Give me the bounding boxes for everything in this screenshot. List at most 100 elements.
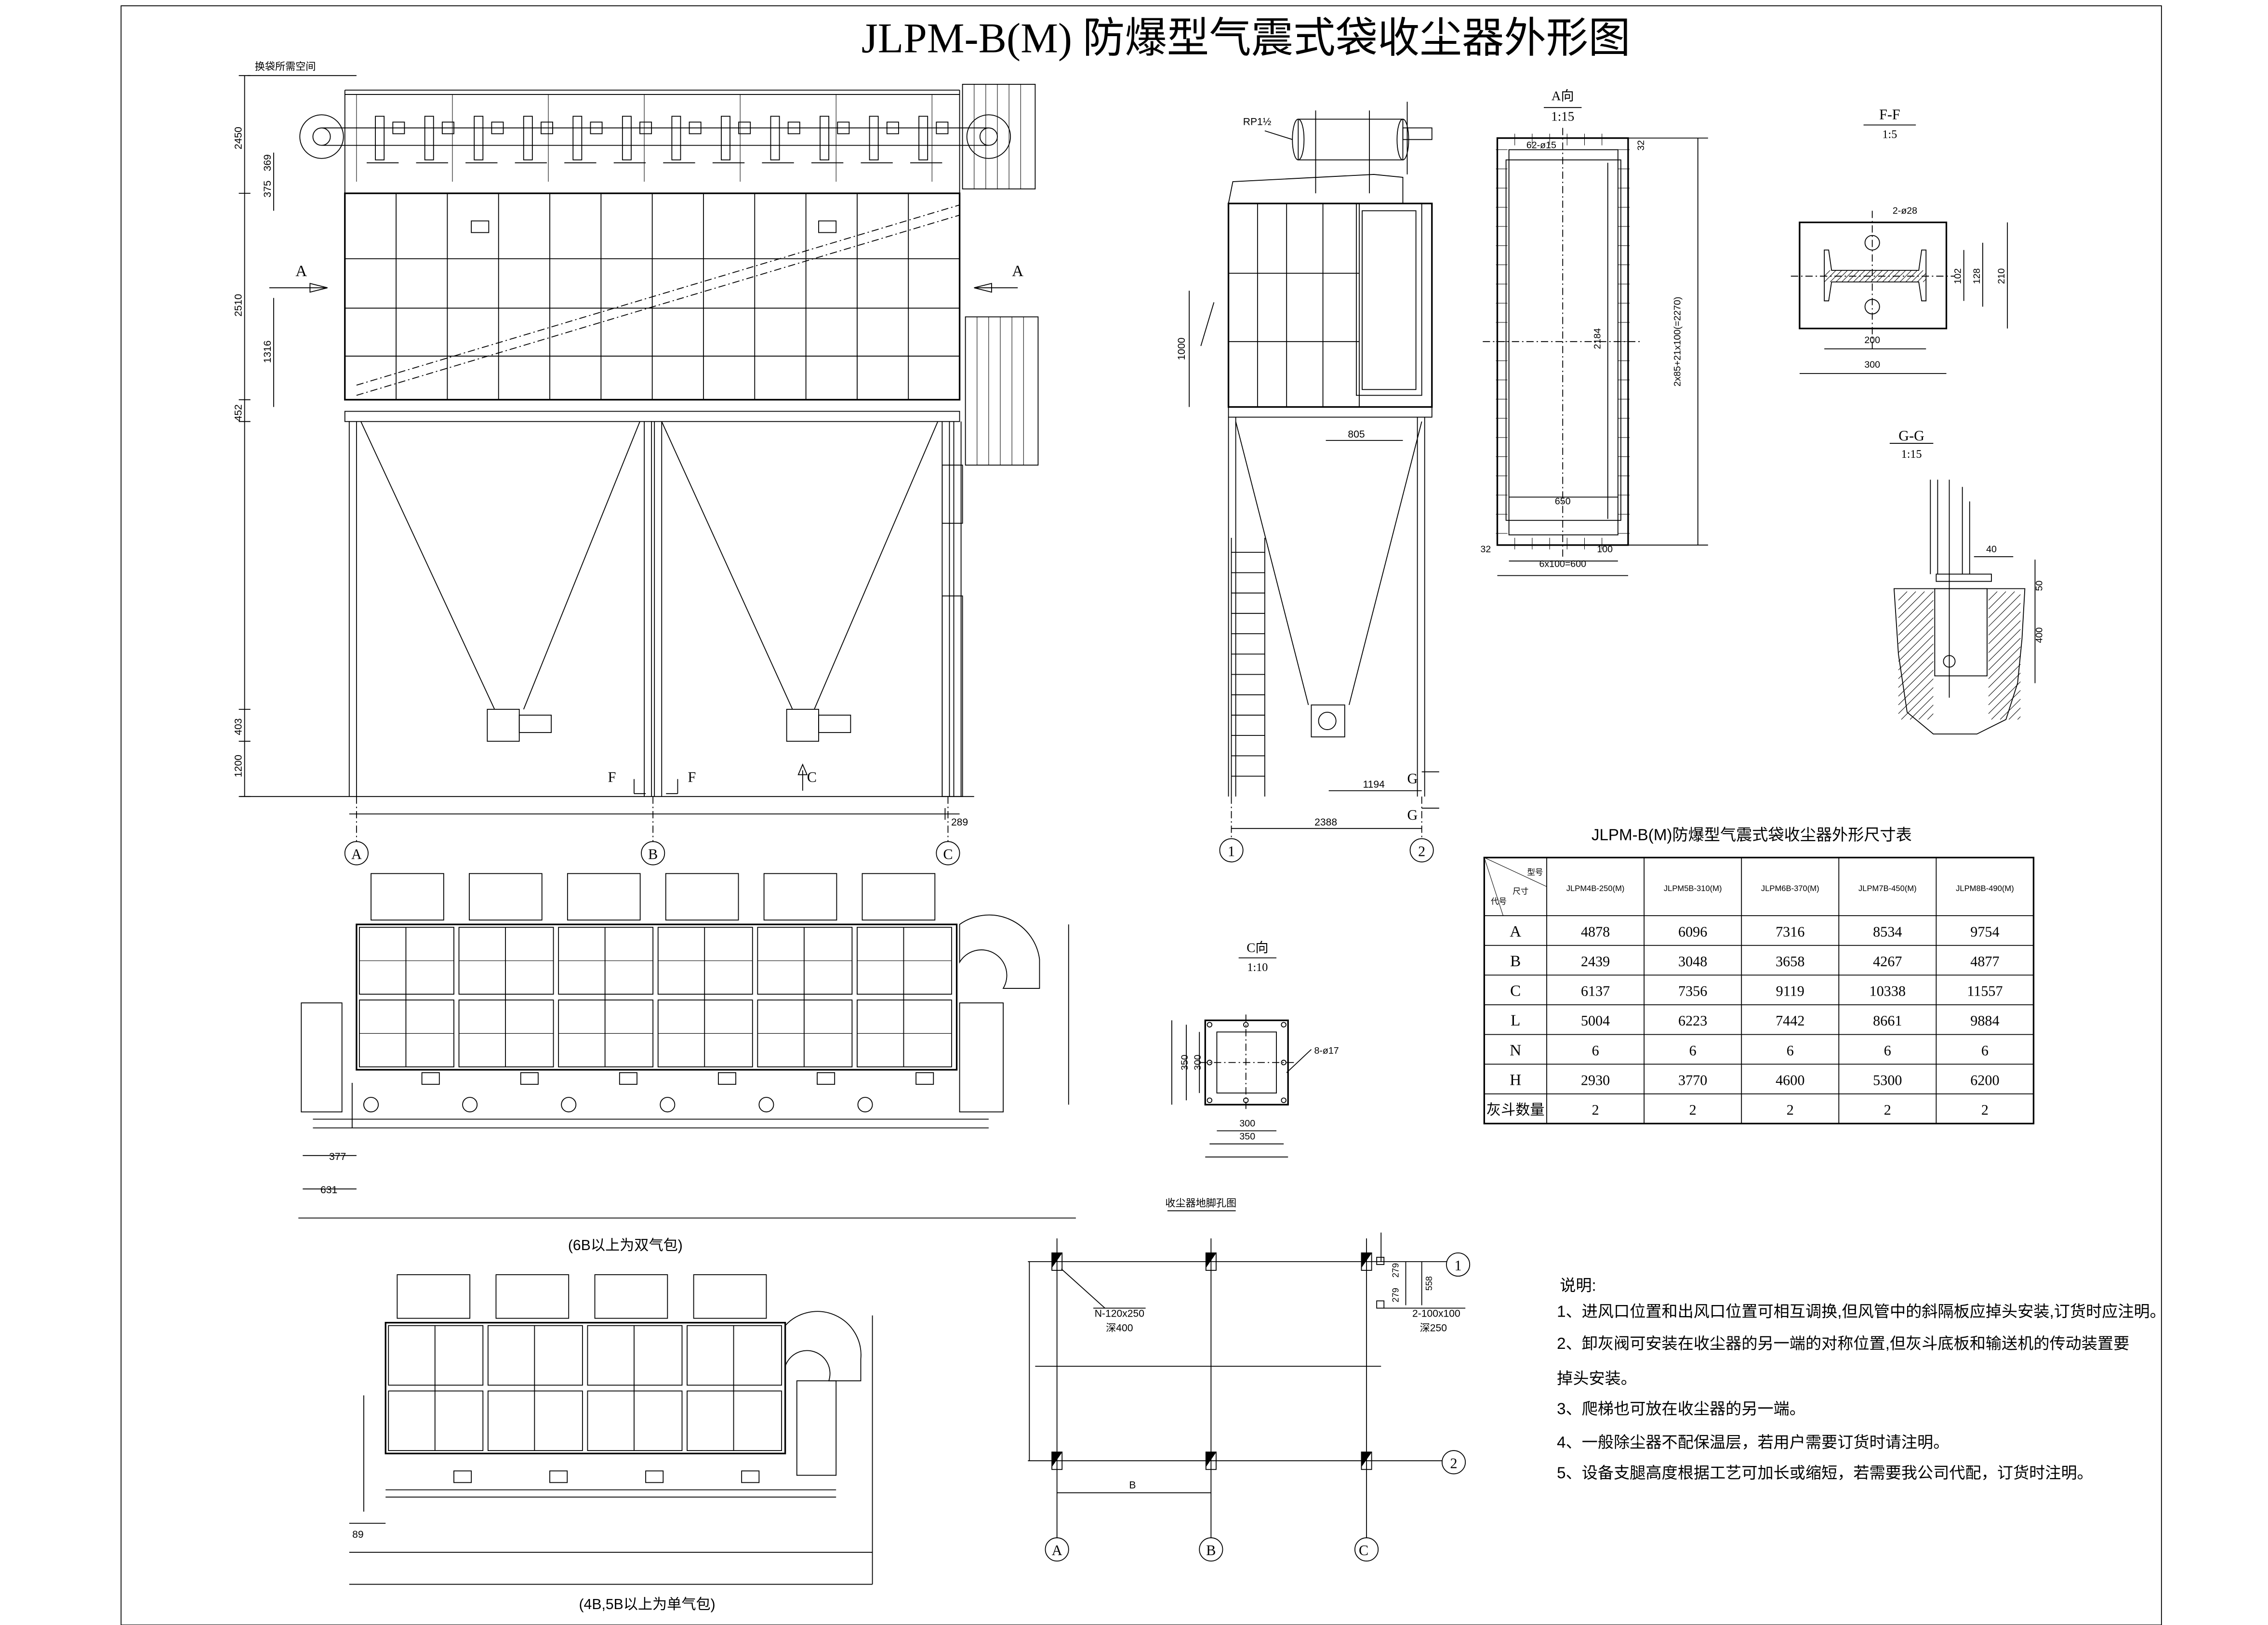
dim-403: 403	[233, 718, 244, 735]
module-cell	[388, 1390, 484, 1451]
dim-2450: 2450	[233, 127, 244, 149]
valve-label: RP1½	[1243, 116, 1272, 127]
table-cell: 6137	[1581, 983, 1610, 999]
access-hatch	[862, 873, 936, 921]
shaker-block	[936, 121, 949, 134]
small-anchor-spec: 2-100x100	[1412, 1308, 1460, 1319]
table-header-model: JLPM5B-310(M)	[1664, 884, 1722, 893]
axis-circle	[936, 841, 960, 866]
pulse-valve	[520, 1072, 539, 1085]
table-cell: 2	[1787, 1102, 1794, 1118]
base-plate	[1799, 221, 1948, 330]
axis-label-a: A	[351, 846, 362, 863]
table-cell: 4600	[1776, 1072, 1804, 1088]
axis-circle	[641, 841, 665, 866]
dim-805: 805	[1348, 429, 1365, 440]
dim-2388: 2388	[1314, 817, 1337, 828]
hatch-line	[1988, 638, 2021, 670]
shaker-unit	[474, 116, 484, 160]
discharge-valve	[487, 708, 520, 742]
foundation-dim-558: 558	[1424, 1276, 1434, 1291]
foundation-col-a: A	[1052, 1542, 1062, 1558]
pulse-pipe	[1402, 127, 1432, 140]
table-cell: 4267	[1873, 953, 1902, 970]
shaker-block	[392, 121, 405, 134]
inspection-port	[818, 220, 837, 233]
foundation-col-c: C	[1359, 1542, 1368, 1558]
hatch-line	[1898, 591, 1916, 610]
access-hatch	[763, 873, 837, 921]
hatch-line	[1988, 646, 2021, 679]
axis-label-2: 2	[1418, 843, 1425, 859]
duct-support	[942, 595, 963, 797]
table-corner-diagonal	[1484, 857, 1504, 916]
access-hatch	[567, 873, 641, 921]
hatch-line	[1901, 687, 1934, 720]
hopper	[661, 421, 793, 710]
air-tank-right	[959, 1002, 1004, 1113]
axis-label-1: 1	[1228, 843, 1235, 859]
dim-369: 369	[262, 154, 273, 171]
air-tank-left	[301, 1002, 343, 1113]
roof	[1228, 174, 1404, 204]
table-cell: 4877	[1970, 953, 1999, 970]
plan-single-caption: (4B,5B以上为单气包)	[579, 1596, 716, 1612]
bolt-hole	[1281, 1022, 1287, 1028]
table-cell: 2	[1981, 1102, 1989, 1118]
view-c-scale: 1:10	[1247, 961, 1268, 974]
table-cell: 8661	[1873, 1012, 1902, 1029]
shaker-unit	[770, 116, 780, 160]
valve-motor	[818, 715, 851, 733]
small-anchor	[1376, 1257, 1385, 1265]
hatch-line	[1988, 681, 2021, 714]
table-row-code: A	[1510, 922, 1521, 940]
pulse-valve	[453, 1470, 472, 1483]
base-plate	[1936, 573, 1992, 582]
section-gg-dim-400: 400	[2034, 627, 2045, 643]
axis-circle	[1442, 1450, 1466, 1475]
anchor-hook	[1943, 655, 1956, 668]
view-c	[1171, 957, 1312, 1158]
shaker-block	[837, 121, 850, 134]
pulley-hub	[979, 127, 998, 146]
hatch-line	[1988, 594, 2021, 627]
shaker-block	[491, 121, 504, 134]
hatch-line	[1898, 670, 1934, 706]
access-hatch	[469, 873, 543, 921]
drawing-title: JLPM-B(M) 防爆型气震式袋收尘器外形图	[862, 15, 1631, 62]
small-anchor	[1376, 1300, 1385, 1309]
anchor-fill	[1206, 1452, 1217, 1467]
hatch-line	[1988, 612, 2021, 644]
hatch-line	[1991, 690, 2021, 720]
axis-label-b: B	[648, 846, 658, 863]
section-mark-a-right: A	[1012, 262, 1023, 280]
hopper	[814, 421, 939, 710]
module-cell	[687, 1325, 783, 1386]
plan-single-dim-89: 89	[352, 1529, 363, 1540]
hatch-line	[1917, 273, 1926, 282]
view-c-labels: C向 1:10 8-ø17 350 300 300 350	[1180, 941, 1339, 1142]
view-c-dim-h350: 350	[1239, 1132, 1255, 1142]
valve-motor	[857, 1097, 873, 1113]
side-hopper	[1349, 421, 1422, 706]
table-row-code: C	[1510, 982, 1521, 1000]
hatch-line	[1918, 705, 1934, 720]
table-cell: 6	[1884, 1042, 1891, 1059]
table-cell: 6	[1689, 1042, 1697, 1059]
arrowhead-icon	[309, 282, 328, 293]
inspection-port	[471, 220, 490, 233]
module-cell	[388, 1325, 484, 1386]
view-a-scale: 1:15	[1551, 109, 1574, 123]
leader	[1264, 130, 1293, 140]
section-ff-labels: F-F 1:5 2-ø28 102 128 210 200 300	[1864, 106, 2007, 370]
discharge-valve	[786, 708, 819, 742]
view-a-title: A向	[1552, 89, 1574, 103]
table-cell: 2	[1592, 1102, 1599, 1118]
foundation-dim-279-b: 279	[1391, 1288, 1400, 1302]
section-ff-dim-128: 128	[1972, 268, 1982, 284]
table-cell: 3048	[1678, 953, 1707, 970]
view-c-title: C向	[1247, 941, 1268, 955]
access-hatch	[665, 873, 739, 921]
module-cell	[587, 1390, 683, 1451]
view-c-dim-h300: 300	[1239, 1118, 1255, 1129]
